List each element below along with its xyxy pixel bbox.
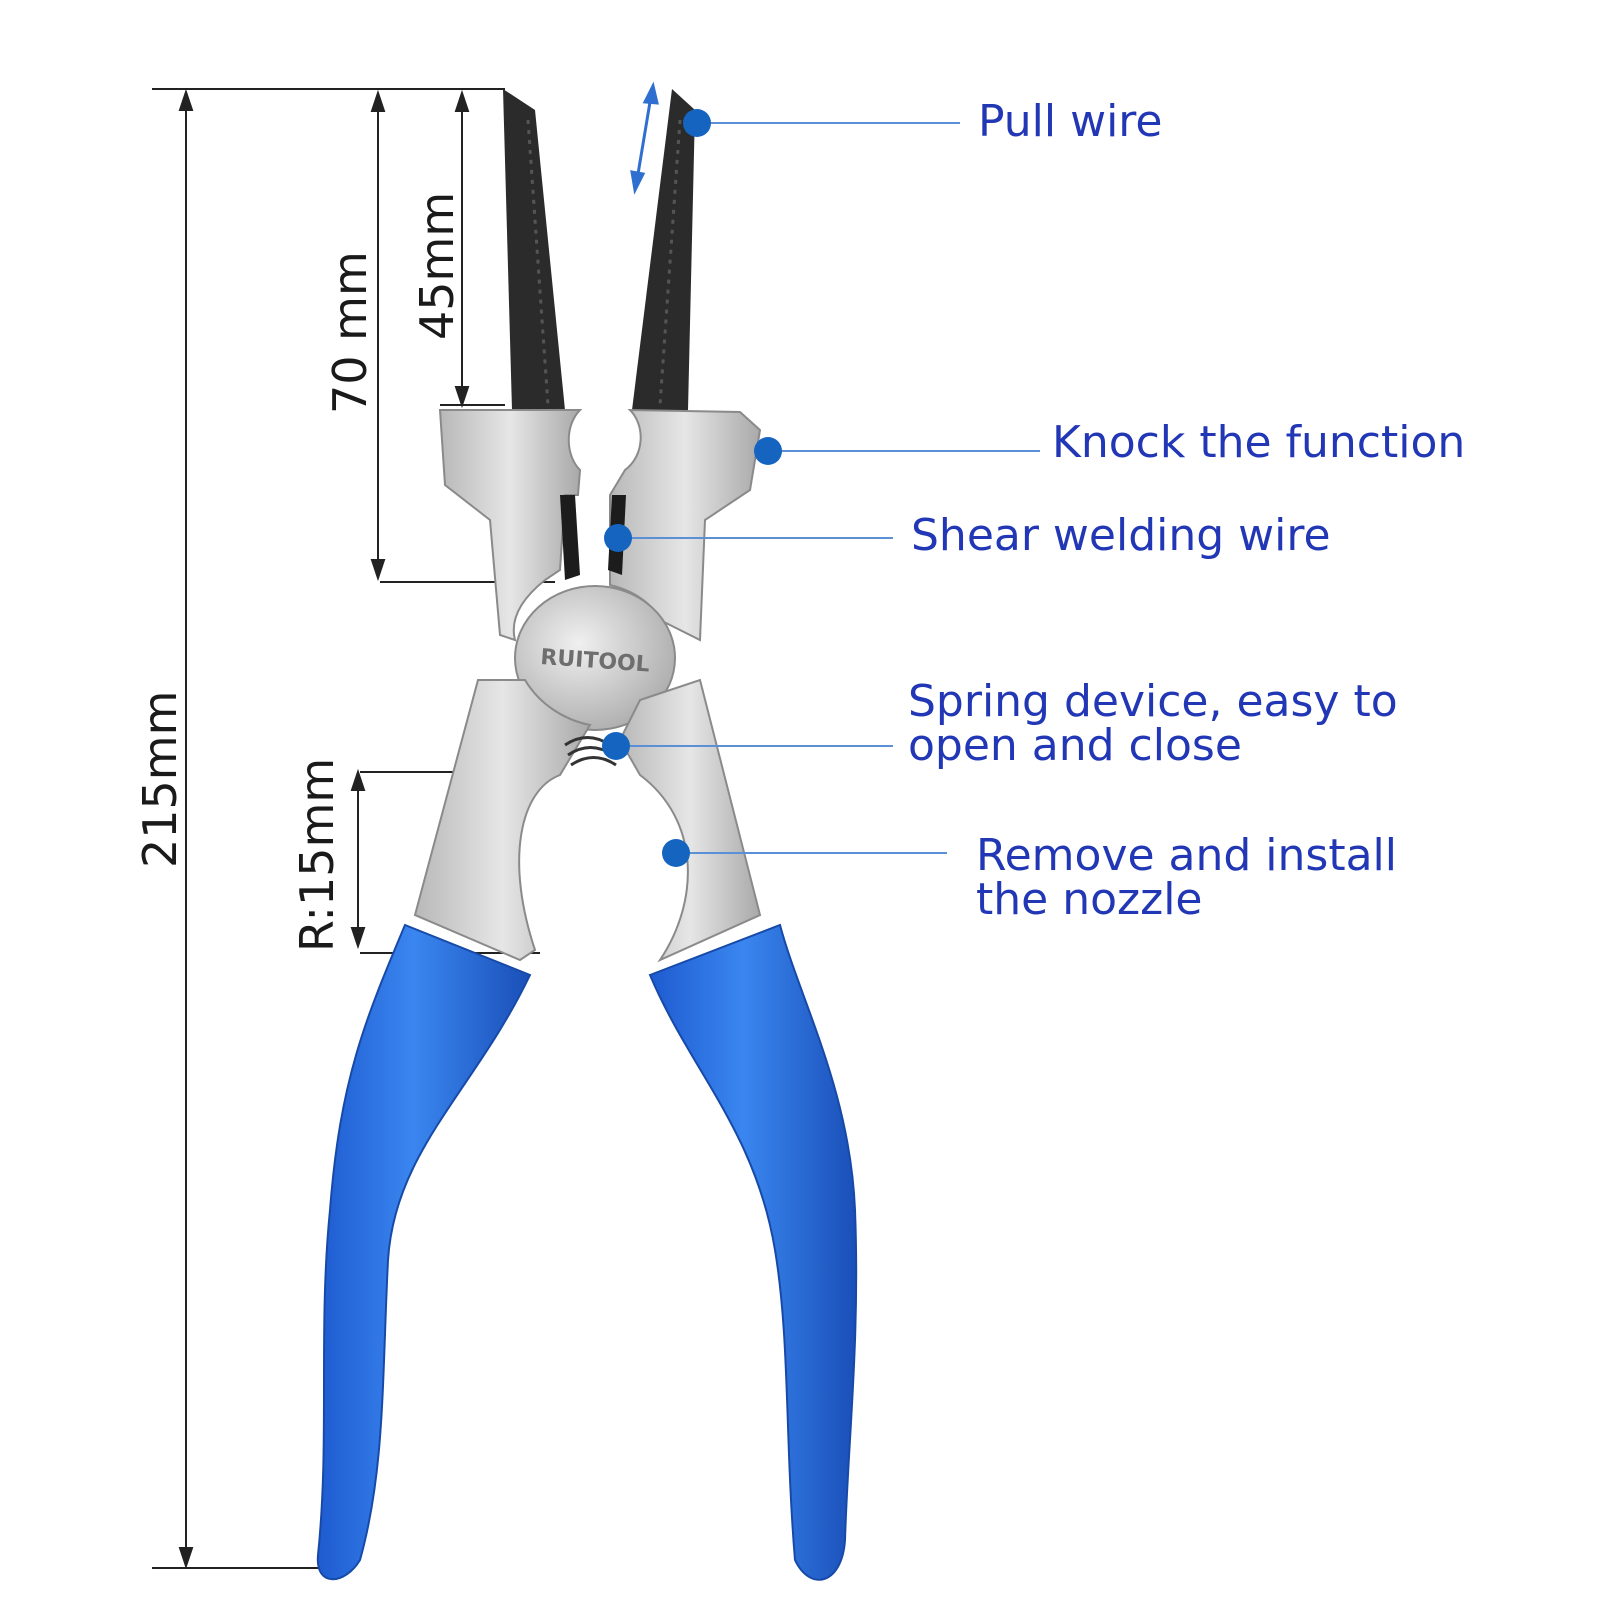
- pliers-handles: [316, 923, 858, 1581]
- callout-spring-device: Spring device, easy to open and close: [908, 680, 1398, 768]
- callout-pull-wire-line-1: Pull wire: [978, 96, 1163, 147]
- callout-pull-wire: Pull wire: [978, 100, 1163, 144]
- callout-remove-install-nozzle-line-2: the nozzle: [976, 874, 1203, 925]
- pull-wire-arrow: [630, 81, 659, 195]
- pliers-jaw-tips: [503, 89, 695, 410]
- callout-knock-function: Knock the function: [1052, 421, 1465, 465]
- callout-dot-shear: [604, 524, 632, 552]
- callout-shear-welding-wire: Shear welding wire: [911, 514, 1331, 558]
- dimension-215mm: [152, 88, 505, 1570]
- callout-dot-nozzle: [662, 839, 690, 867]
- pliers-upper-head: [438, 408, 762, 642]
- callout-shear-welding-wire-line-1: Shear welding wire: [911, 510, 1331, 561]
- callout-spring-device-line-1: Spring device, easy to: [908, 676, 1398, 727]
- pliers-lower-body: [413, 678, 762, 963]
- callout-dot-spring: [602, 732, 630, 760]
- dimension-45mm: [440, 89, 505, 409]
- callout-spring-device-line-2: open and close: [908, 720, 1242, 771]
- callout-remove-install-nozzle: Remove and install the nozzle: [976, 834, 1397, 922]
- callout-knock-function-line-1: Knock the function: [1052, 417, 1466, 468]
- dimension-r15mm-label: R:15mm: [290, 758, 344, 952]
- callout-remove-install-nozzle-line-1: Remove and install: [976, 830, 1398, 881]
- dimension-70mm-label: 70 mm: [323, 251, 377, 414]
- callout-leaders: [616, 122, 1040, 854]
- callout-dot-pull-wire: [683, 109, 711, 137]
- callout-dot-knock: [754, 437, 782, 465]
- callout-dots: [602, 109, 782, 867]
- pliers-pivot: [514, 585, 676, 731]
- dimension-215mm-label: 215mm: [133, 691, 187, 868]
- dimension-45mm-label: 45mm: [410, 192, 464, 340]
